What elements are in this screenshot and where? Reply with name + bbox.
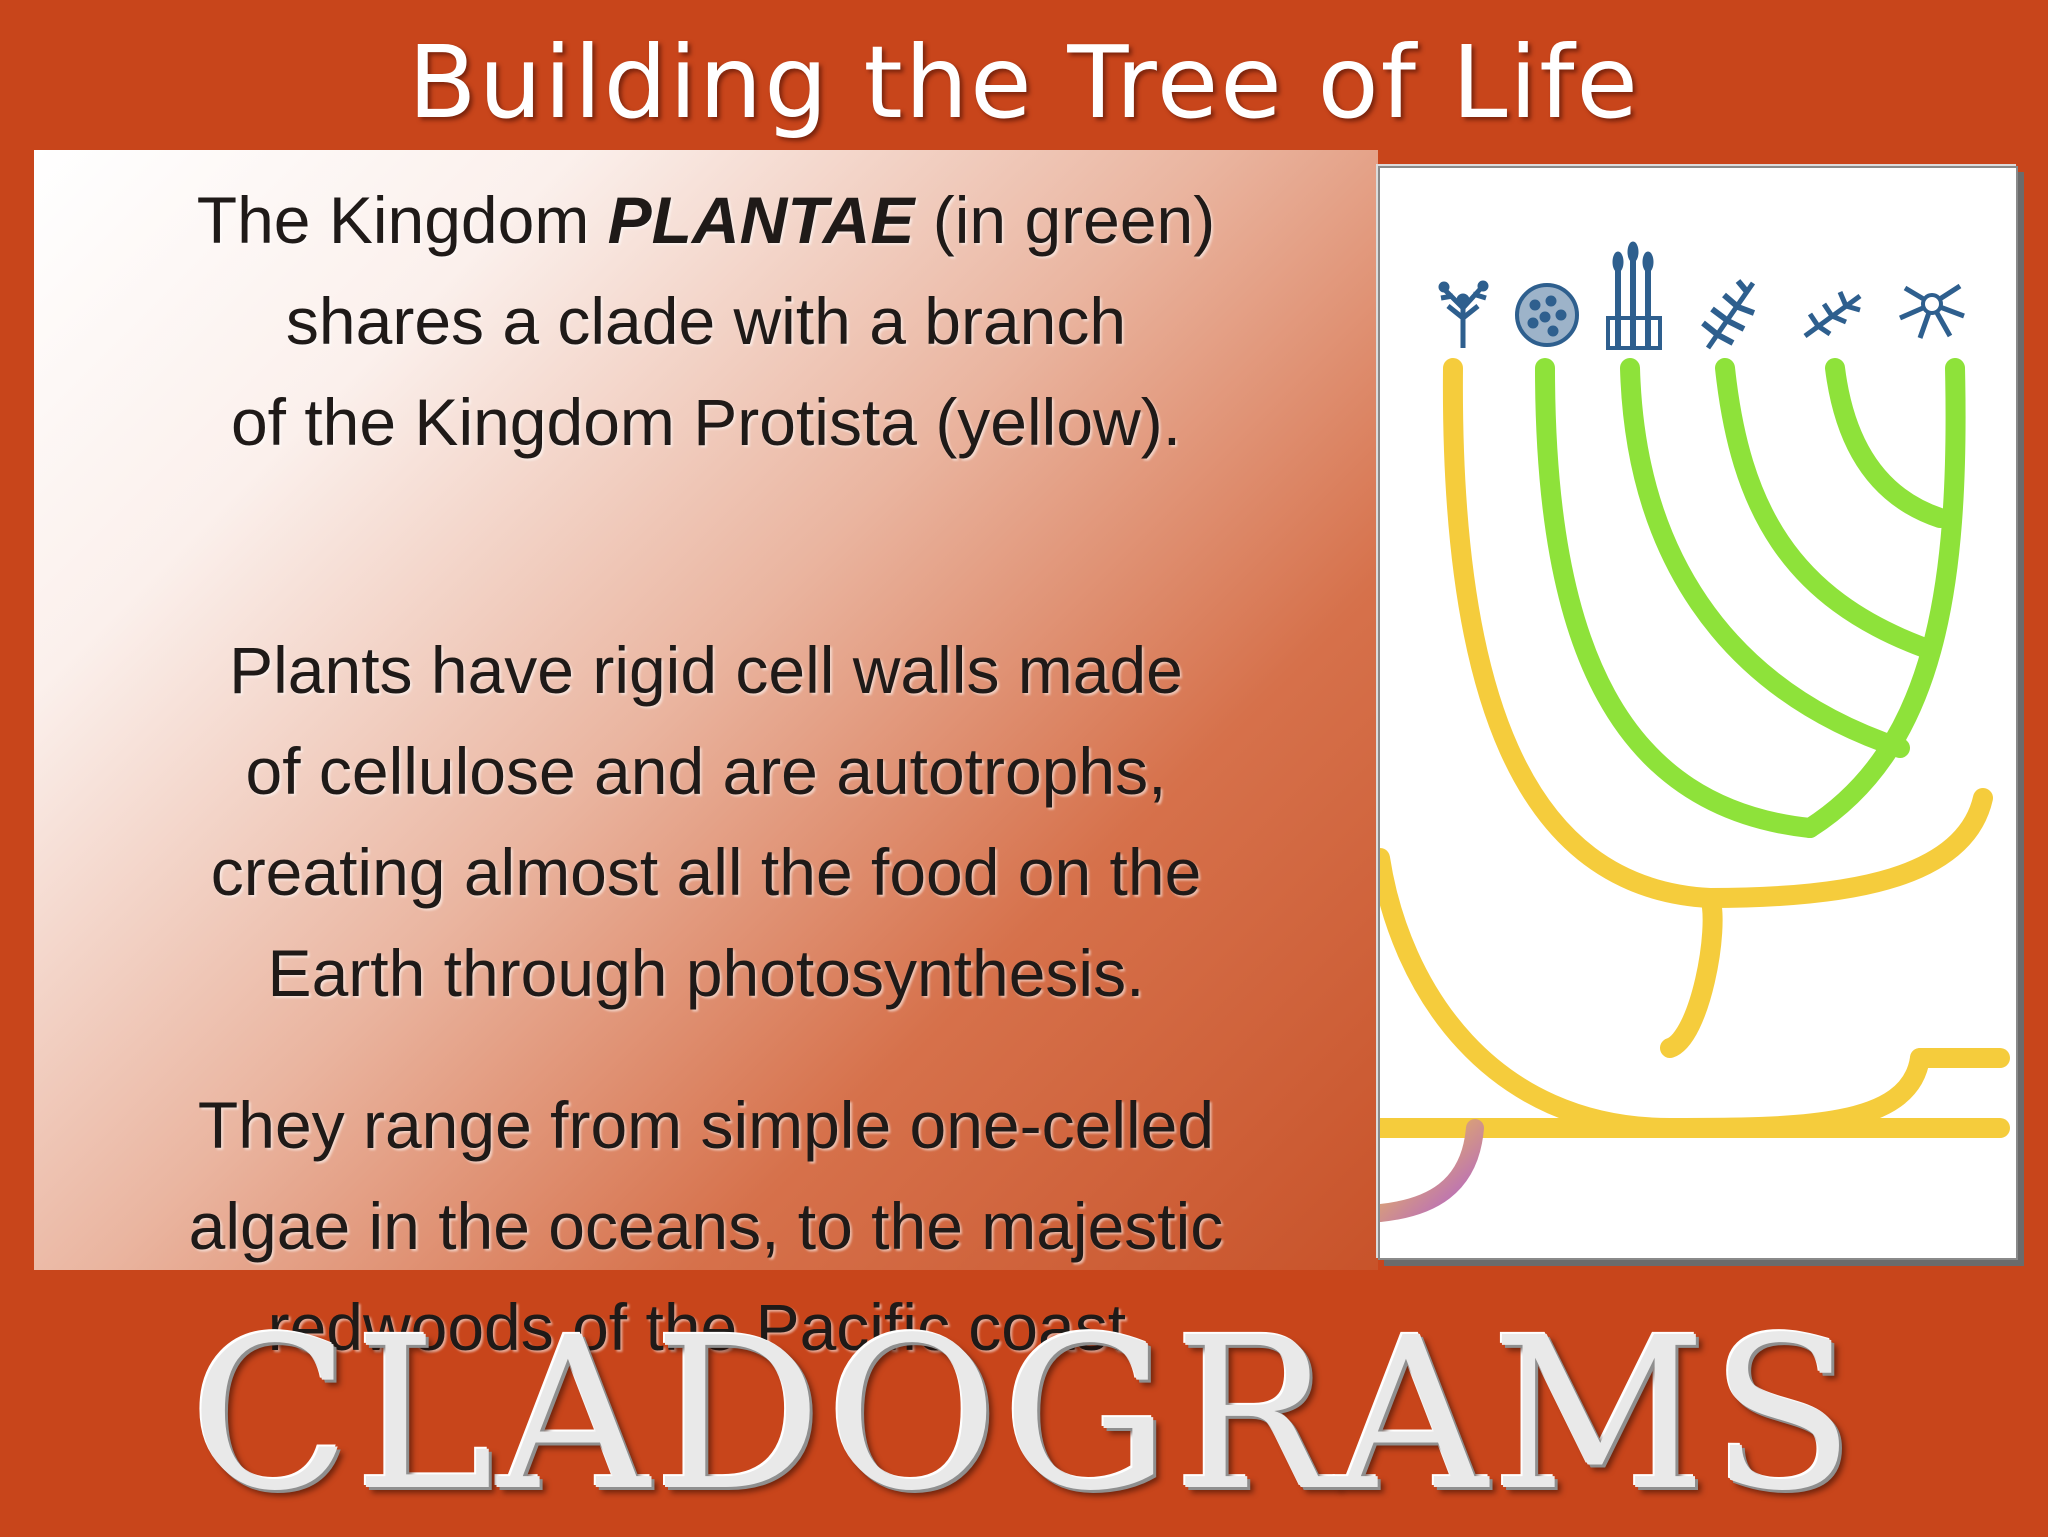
paragraph-line: of cellulose and are autotrophs, bbox=[245, 734, 1167, 808]
plantae-branch-moss bbox=[1620, 358, 1910, 758]
slide-title: Building the Tree of Life bbox=[408, 24, 1640, 141]
protista-branch-stem bbox=[1660, 888, 1723, 1058]
paragraph-line: shares a clade with a branch bbox=[285, 284, 1127, 358]
paragraph-line: Earth through photosynthesis. bbox=[267, 936, 1145, 1010]
cladogram-svg bbox=[1380, 241, 2010, 1222]
red-algae-icon bbox=[1438, 280, 1489, 348]
paragraph-line: They range from simple one-celled bbox=[197, 1088, 1215, 1162]
text-panel: The Kingdom PLANTAE (in green) shares a … bbox=[34, 150, 1378, 1364]
plantae-emphasis: PLANTAE bbox=[607, 183, 915, 257]
paragraph-line: algae in the oceans, to the majestic bbox=[188, 1189, 1224, 1263]
protista-branch-right bbox=[1700, 788, 1993, 908]
cladogram-diagram bbox=[1378, 166, 2018, 1260]
paragraph-line: The Kingdom PLANTAE (in green) bbox=[34, 170, 1378, 271]
moss-icon bbox=[1606, 241, 1662, 350]
paragraph-plantae-clade: The Kingdom PLANTAE (in green) shares a … bbox=[34, 170, 1378, 473]
text-run: The Kingdom bbox=[196, 183, 608, 257]
organism-icons bbox=[1438, 241, 1965, 350]
fern-icon bbox=[1701, 279, 1756, 350]
footer-title: CLADOGRAMS bbox=[189, 1292, 1859, 1537]
paragraph-plant-range: They range from simple one-celled algae … bbox=[34, 1075, 1378, 1378]
root-stem bbox=[1380, 1119, 1484, 1222]
paragraph-line: redwoods of the Pacific coast. bbox=[267, 1290, 1145, 1364]
paragraph-plant-traits: Plants have rigid cell walls made of cel… bbox=[34, 620, 1378, 1024]
green-algae-icon bbox=[1515, 283, 1579, 347]
plantae-branches bbox=[1535, 358, 1966, 838]
protista-branch-lower-right bbox=[1660, 1048, 1930, 1138]
paragraph-line: creating almost all the food on the bbox=[210, 835, 1202, 909]
plantae-branch-green-algae bbox=[1535, 358, 1820, 838]
conifer-icon bbox=[1803, 291, 1862, 339]
paragraph-line: Plants have rigid cell walls made bbox=[229, 633, 1183, 707]
protista-branch-lower-left bbox=[1380, 848, 1680, 1138]
plantae-branch-conifer bbox=[1825, 358, 1950, 528]
protista-branch-left bbox=[1442, 358, 1720, 908]
paragraph-line: of the Kingdom Protista (yellow). bbox=[230, 385, 1182, 459]
plantae-branch-fern bbox=[1715, 358, 1935, 658]
flowering-plant-icon bbox=[1898, 283, 1965, 339]
text-run: (in green) bbox=[914, 183, 1216, 257]
